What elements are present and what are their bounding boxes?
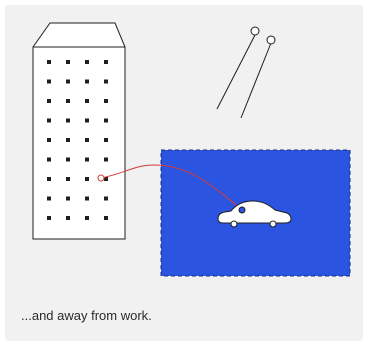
building-window — [104, 197, 108, 201]
building-window — [104, 80, 108, 84]
building-window — [85, 177, 89, 181]
building-window — [66, 80, 70, 84]
building-window — [85, 60, 89, 64]
office-building-icon — [33, 23, 125, 239]
building-window — [66, 60, 70, 64]
building-window — [66, 158, 70, 162]
building-window — [47, 99, 51, 103]
building-window — [66, 99, 70, 103]
building-window — [85, 138, 89, 142]
building-window — [85, 158, 89, 162]
building-window — [66, 119, 70, 123]
route-end-marker — [239, 207, 245, 213]
building-window — [85, 119, 89, 123]
building-window — [85, 99, 89, 103]
building-window — [47, 138, 51, 142]
building-window — [104, 60, 108, 64]
building-window — [85, 197, 89, 201]
building-window — [47, 60, 51, 64]
commute-illustration — [5, 5, 363, 341]
building-window — [104, 158, 108, 162]
building-window — [47, 158, 51, 162]
knitting-needles-icon — [217, 27, 275, 118]
illustration-card: ...and away from work. — [5, 5, 363, 341]
building-window — [104, 99, 108, 103]
building-window — [66, 216, 70, 220]
building-window — [66, 197, 70, 201]
caption-text: ...and away from work. — [21, 308, 152, 323]
building-window — [66, 177, 70, 181]
building-window — [47, 177, 51, 181]
building-window — [104, 216, 108, 220]
building-window — [66, 138, 70, 142]
building-window — [47, 216, 51, 220]
route-start-marker — [98, 175, 104, 181]
building-window — [104, 138, 108, 142]
building-window — [104, 119, 108, 123]
building-window — [47, 197, 51, 201]
building-window — [85, 80, 89, 84]
building-window — [47, 80, 51, 84]
building-window — [47, 119, 51, 123]
building-window — [85, 216, 89, 220]
